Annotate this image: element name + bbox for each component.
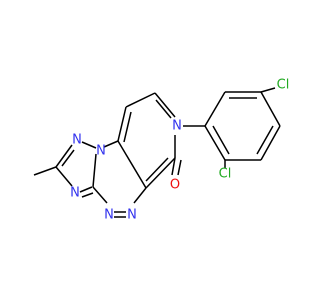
bond-c3a-n4 <box>92 186 108 204</box>
bond-ph4-ph5-inner <box>256 125 274 155</box>
molecule-structure: N N N N N N O Cl Cl <box>33 78 289 223</box>
bond-c6-c5a <box>145 157 176 189</box>
bond-ph4-ph5 <box>260 125 281 161</box>
atom-n5: N <box>127 208 137 223</box>
bond-c9a-c9-inner <box>123 111 132 143</box>
bond-n3-c3a-inner <box>81 192 94 198</box>
atom-o: O <box>170 178 180 193</box>
bond-n5-c5a <box>133 187 147 204</box>
atom-n7: N <box>172 119 182 134</box>
bond-c8-n7-inner <box>155 99 172 119</box>
bond-n2-c3a <box>92 153 97 188</box>
atom-n3: N <box>70 186 80 201</box>
bond-c2-n1 <box>55 144 73 168</box>
atom-n4: N <box>104 208 114 223</box>
bond-c6-o-inner <box>177 159 182 176</box>
bond-c2-n1-inner <box>61 149 75 167</box>
bond-n1-n2 <box>81 141 97 149</box>
bond-c9a-c5a <box>117 140 147 189</box>
bond-ph6-ph1-inner <box>212 125 230 155</box>
bond-n2-c9a <box>103 140 119 148</box>
bond-c6-c5a-inner <box>145 157 169 182</box>
bond-c2-n3 <box>55 166 73 187</box>
atom-cl-ortho: Cl <box>219 167 232 182</box>
bond-c6-o <box>171 157 176 176</box>
bond-ph3-ph4 <box>260 91 281 127</box>
atom-n1: N <box>72 133 82 148</box>
atom-labels: N N N N N N O Cl Cl <box>70 78 289 223</box>
bond-n3-c3a <box>79 186 93 193</box>
bond-ph3-cl <box>260 87 276 93</box>
bond-lines <box>33 87 281 218</box>
bond-ph1-ph2 <box>204 91 226 127</box>
atom-n2: N <box>96 144 106 159</box>
atom-cl-para: Cl <box>277 78 290 93</box>
bond-ph6-ph1 <box>204 125 226 161</box>
bond-c8-n7 <box>154 92 176 118</box>
bond-methyl <box>33 166 57 176</box>
bond-c9a-c9 <box>117 106 127 142</box>
bond-c9-c8 <box>125 92 156 108</box>
